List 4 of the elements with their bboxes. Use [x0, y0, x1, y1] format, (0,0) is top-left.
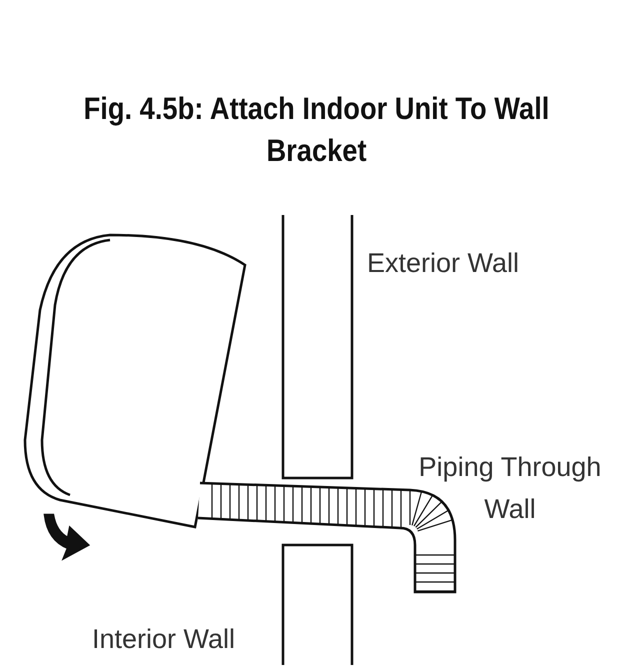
- part-label: Interior Wall: [92, 623, 236, 656]
- part-label: Piping Through Wall: [418, 451, 602, 526]
- figure-title: Fig. 4.5b: Attach Indoor Unit To Wall Bracket: [82, 90, 550, 170]
- part-label: Exterior Wall: [367, 247, 520, 280]
